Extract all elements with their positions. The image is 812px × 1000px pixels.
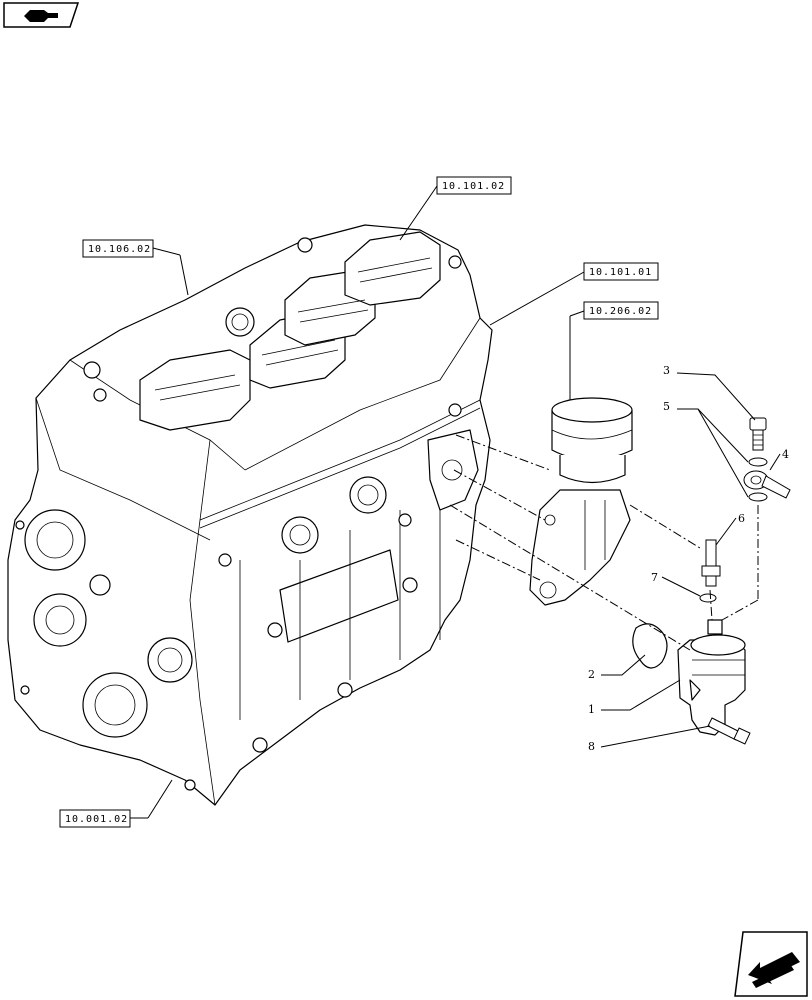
banjo-fitting-drawing [743, 470, 791, 499]
svg-text:8: 8 [588, 740, 595, 753]
reference-10-106-02[interactable]: 10.106.02 [82, 239, 189, 296]
callout-6: 6 [715, 512, 745, 546]
washer-upper-drawing [748, 457, 768, 467]
callout-4: 4 [769, 448, 789, 471]
mounting-bolt-drawing [707, 717, 751, 745]
fuel-pump-drawing [677, 619, 746, 736]
assembly-lines [449, 434, 759, 651]
callout-7: 7 [651, 571, 701, 597]
engine-block-drawing [7, 224, 493, 806]
reference-label: 10.206.02 [589, 306, 652, 317]
reference-label: 10.101.02 [442, 181, 505, 192]
callout-1: 1 [588, 679, 681, 716]
reference-10-101-02-top[interactable]: 10.101.02 [399, 176, 512, 241]
reference-10-001-02[interactable]: 10.001.02 [59, 779, 173, 828]
callout-2: 2 [588, 654, 646, 681]
svg-text:1: 1 [588, 703, 595, 716]
callout-5: 5 [663, 400, 749, 498]
arrow-nav-icon[interactable] [734, 931, 808, 997]
svg-text:6: 6 [738, 512, 745, 525]
reference-10-206-02[interactable]: 10.206.02 [569, 301, 659, 400]
svg-text:2: 2 [588, 668, 595, 681]
reference-10-101-01[interactable]: 10.101.01 [489, 262, 659, 326]
reference-label: 10.001.02 [65, 814, 128, 825]
svg-text:5: 5 [663, 400, 670, 413]
svg-text:3: 3 [663, 364, 670, 377]
oil-filter-drawing [529, 397, 633, 606]
callout-8: 8 [588, 725, 711, 753]
book-hand-icon[interactable] [3, 2, 80, 28]
washer-pump-drawing [699, 593, 717, 603]
gasket-drawing [632, 623, 668, 669]
pump-fitting-drawing [701, 539, 721, 587]
callout-3: 3 [663, 364, 756, 421]
svg-text:7: 7 [651, 571, 658, 584]
reference-label: 10.106.02 [88, 244, 151, 255]
washer-lower-drawing [748, 492, 768, 502]
banjo-bolt-drawing [749, 417, 767, 451]
svg-text:4: 4 [782, 448, 789, 461]
reference-label: 10.101.01 [589, 267, 652, 278]
